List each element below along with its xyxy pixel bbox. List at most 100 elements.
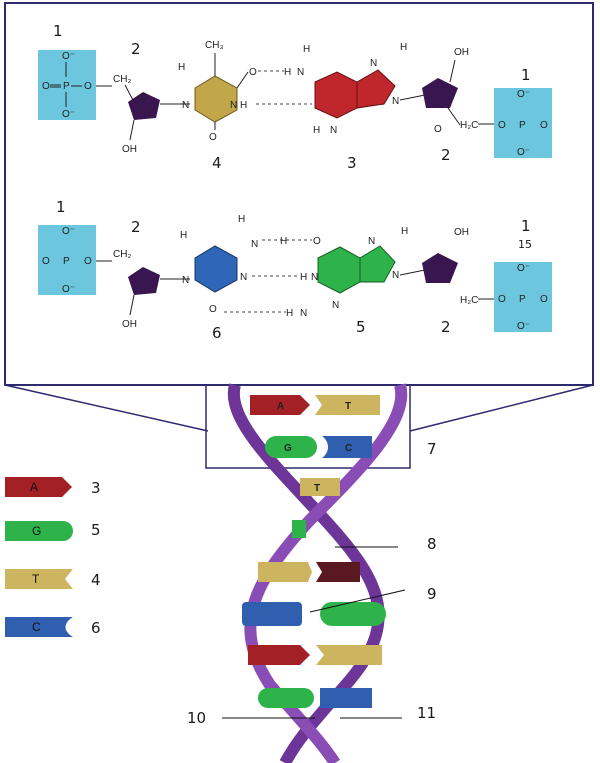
svg-text:H: H (313, 125, 320, 136)
legend-swatch-T (5, 569, 73, 589)
deoxyribose-sugar (128, 92, 160, 120)
legend-swatch-A (5, 477, 72, 497)
svg-text:N: N (311, 272, 318, 283)
svg-text:O⁻: O⁻ (62, 226, 75, 237)
svg-text:N: N (251, 239, 258, 250)
svg-text:O⁻: O⁻ (517, 263, 530, 274)
deoxyribose-sugar-b-right (422, 253, 458, 283)
svg-text:O: O (498, 120, 506, 131)
svg-text:N: N (392, 270, 399, 281)
helix-rung-tan (316, 645, 382, 665)
svg-text:G: G (284, 443, 292, 454)
helix-rung-green-small (292, 520, 306, 538)
svg-text:O⁻: O⁻ (517, 321, 530, 332)
phosphate-group-bottom-left: O⁻ O P O O⁻ (38, 225, 96, 295)
helix-rung-green-b (258, 688, 314, 708)
backbone-strand-right (244, 383, 408, 763)
dna-helix: A T G C T (227, 383, 408, 763)
cytosine-ring (194, 245, 238, 293)
svg-text:CH₂: CH₂ (113, 74, 131, 85)
label-strand-right: 11 (417, 704, 436, 722)
helix-base-G (265, 436, 317, 458)
svg-text:H: H (240, 100, 247, 111)
svg-text:N: N (330, 125, 337, 136)
label-stray: 15 (518, 238, 532, 251)
legend-num-G: 5 (91, 521, 101, 539)
svg-text:O: O (209, 132, 217, 143)
legend-swatch-C (5, 617, 73, 637)
svg-text:N: N (240, 272, 247, 283)
label-phosphate: 1 (56, 198, 66, 216)
svg-text:N: N (297, 67, 304, 78)
svg-text:O⁻: O⁻ (62, 51, 75, 62)
svg-text:OH: OH (122, 319, 137, 330)
zoom-connector-left (4, 384, 209, 432)
legend-num-T: 4 (91, 571, 101, 589)
svg-text:N: N (230, 100, 237, 111)
legend-letter-C: C (32, 620, 41, 634)
label-phosphate: 1 (53, 22, 63, 40)
svg-text:O: O (434, 124, 442, 135)
svg-text:H: H (286, 308, 293, 319)
svg-text:O: O (209, 304, 217, 315)
svg-text:C: C (345, 443, 352, 454)
svg-text:N: N (182, 100, 189, 111)
label-sugar: 2 (441, 146, 451, 164)
helix-rung-yellow (258, 562, 312, 582)
zoom-region-box (205, 384, 411, 469)
label-adenine: 3 (347, 154, 357, 172)
label-strand-left: 10 (187, 709, 206, 727)
svg-text:A: A (277, 401, 284, 412)
helix-rung-red (248, 645, 310, 665)
legend-letter-G: G (32, 524, 41, 538)
svg-text:N: N (370, 58, 377, 69)
helix-base-T (315, 395, 380, 415)
label-sugar: 2 (441, 318, 451, 336)
label-thymine: 4 (212, 154, 222, 172)
svg-text:N: N (392, 96, 399, 107)
guanine-imidazole (359, 245, 396, 283)
svg-text:N: N (182, 275, 189, 286)
svg-text:O⁻: O⁻ (517, 89, 530, 100)
label-backbone: 8 (427, 535, 437, 553)
label-cytosine: 6 (212, 324, 222, 342)
phosphate-group-top-left: O⁻ O P O O⁻ (38, 50, 96, 120)
svg-text:O: O (313, 236, 321, 247)
svg-text:OH: OH (122, 144, 137, 155)
svg-text:H: H (178, 62, 185, 73)
svg-text:H: H (401, 226, 408, 237)
svg-text:O: O (42, 256, 50, 267)
phosphate-group-bottom-right: O⁻ O P O O⁻ (494, 262, 552, 332)
svg-text:H: H (400, 42, 407, 53)
svg-text:H: H (303, 44, 310, 55)
svg-text:N: N (300, 308, 307, 319)
legend-num-A: 3 (91, 479, 101, 497)
svg-text:N: N (332, 300, 339, 311)
svg-text:H: H (284, 67, 291, 78)
svg-text:H: H (238, 214, 245, 225)
svg-text:N: N (368, 236, 375, 247)
svg-text:O⁻: O⁻ (62, 284, 75, 295)
adenine-imidazole (356, 69, 396, 109)
label-guanine: 5 (356, 318, 366, 336)
helix-rung-blue (242, 602, 302, 626)
svg-text:O: O (498, 294, 506, 305)
svg-text:O: O (540, 120, 548, 131)
label-phosphate: 1 (521, 217, 531, 235)
helix-rung-blue-b (320, 688, 372, 708)
deoxyribose-sugar-b (128, 267, 160, 295)
svg-text:P: P (519, 294, 526, 305)
svg-text:P: P (519, 120, 526, 131)
helix-rung-green (320, 602, 386, 626)
deoxyribose-sugar-right (422, 78, 458, 108)
label-sugar: 2 (131, 40, 141, 58)
label-sugar: 2 (131, 218, 141, 236)
svg-text:O: O (140, 92, 148, 103)
svg-text:T: T (314, 483, 320, 494)
helix-rung-darkred (316, 562, 360, 582)
backbone-strand-left (227, 383, 385, 763)
svg-text:H₂C: H₂C (460, 120, 478, 131)
svg-text:CH₂: CH₂ (113, 249, 131, 260)
svg-text:O: O (84, 81, 92, 92)
